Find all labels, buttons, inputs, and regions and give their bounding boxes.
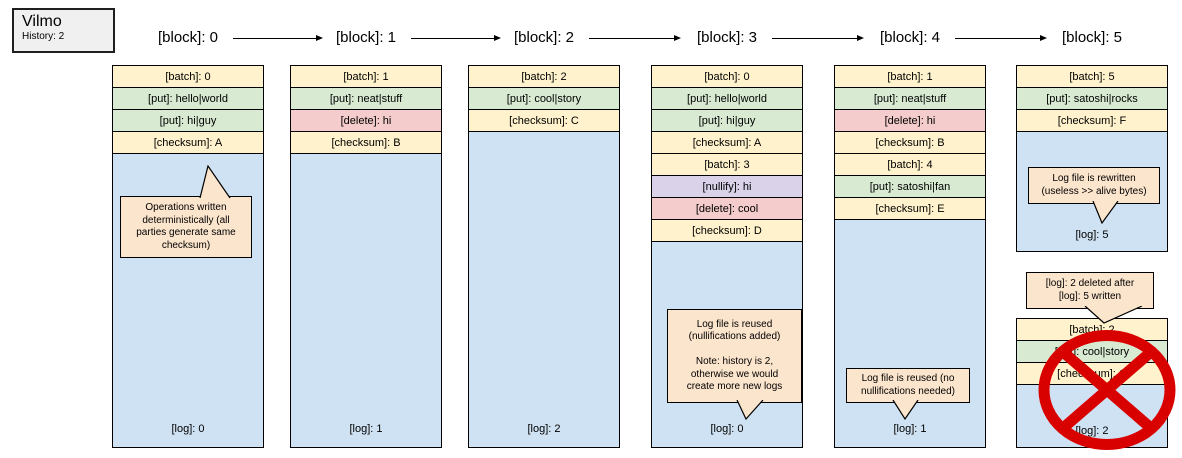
op-row: [put]: cool|story <box>468 87 620 110</box>
block-label-2: [block]: 2 <box>513 29 575 46</box>
callout-deterministic: Operations written deterministically (al… <box>120 196 252 258</box>
op-row: [put]: hi|guy <box>112 109 264 132</box>
op-row: [checksum]: E <box>834 197 986 220</box>
op-row: [put]: satoshi|rocks <box>1016 87 1168 110</box>
prohibition-icon <box>1038 330 1176 450</box>
op-row: [checksum]: B <box>834 131 986 154</box>
op-row: [put]: satoshi|fan <box>834 175 986 198</box>
arrow-icon <box>233 34 323 41</box>
op-row: [checksum]: F <box>1016 109 1168 132</box>
arrow-icon <box>955 34 1047 41</box>
callout-rewrite: Log file is rewritten (useless >> alive … <box>1028 167 1160 204</box>
op-row: [checksum]: A <box>651 131 803 154</box>
op-row: [batch]: 5 <box>1016 65 1168 88</box>
callout-deleted-after: [log]: 2 deleted after [log]: 5 written <box>1026 272 1154 309</box>
op-row: [batch]: 0 <box>112 65 264 88</box>
op-row: [checksum]: C <box>468 109 620 132</box>
op-row: [put]: hi|guy <box>651 109 803 132</box>
op-row: [put]: neat|stuff <box>290 87 442 110</box>
op-row: [delete]: hi <box>834 109 986 132</box>
node-title: Vilmo <box>22 13 62 30</box>
vilmo-node: Vilmo History: 2 <box>12 8 115 53</box>
callout-tail <box>736 400 764 420</box>
op-row: [batch]: 2 <box>468 65 620 88</box>
op-row: [batch]: 4 <box>834 153 986 176</box>
callout-tail <box>199 165 231 199</box>
log-file-box: [log]: 1 <box>290 153 442 448</box>
block-label-4: [block]: 4 <box>879 29 941 46</box>
op-row: [batch]: 1 <box>290 65 442 88</box>
log-file-box: [log]: 2 <box>468 131 620 448</box>
op-row: [checksum]: B <box>290 131 442 154</box>
op-row: [delete]: hi <box>290 109 442 132</box>
node-history: History: 2 <box>22 31 65 42</box>
op-row: [delete]: cool <box>651 197 803 220</box>
op-row: [put]: hello|world <box>112 87 264 110</box>
op-row: [batch]: 3 <box>651 153 803 176</box>
block-label-1: [block]: 1 <box>335 29 397 46</box>
op-row: [checksum]: A <box>112 131 264 154</box>
callout-reuse-clean: Log file is reused (no nullifications ne… <box>846 368 970 403</box>
arrow-icon <box>411 34 501 41</box>
op-row: [batch]: 1 <box>834 65 986 88</box>
block-column-2: [batch]: 2 [put]: cool|story [checksum]:… <box>468 65 620 448</box>
block-label-5: [block]: 5 <box>1061 29 1123 46</box>
block-column-1: [batch]: 1 [put]: neat|stuff [delete]: h… <box>290 65 442 448</box>
arrow-icon <box>589 34 681 41</box>
callout-reuse-nullify: Log file is reused (nullifications added… <box>667 309 802 403</box>
callout-tail <box>1092 201 1119 224</box>
arrow-icon <box>772 34 864 41</box>
op-row: [checksum]: D <box>651 219 803 242</box>
op-row: [put]: hello|world <box>651 87 803 110</box>
callout-tail <box>892 400 919 420</box>
block-label-3: [block]: 3 <box>696 29 758 46</box>
callout-tail <box>1084 306 1143 324</box>
block-label-0: [block]: 0 <box>157 29 219 46</box>
op-row: [batch]: 0 <box>651 65 803 88</box>
op-row: [put]: neat|stuff <box>834 87 986 110</box>
op-row: [nullify]: hi <box>651 175 803 198</box>
